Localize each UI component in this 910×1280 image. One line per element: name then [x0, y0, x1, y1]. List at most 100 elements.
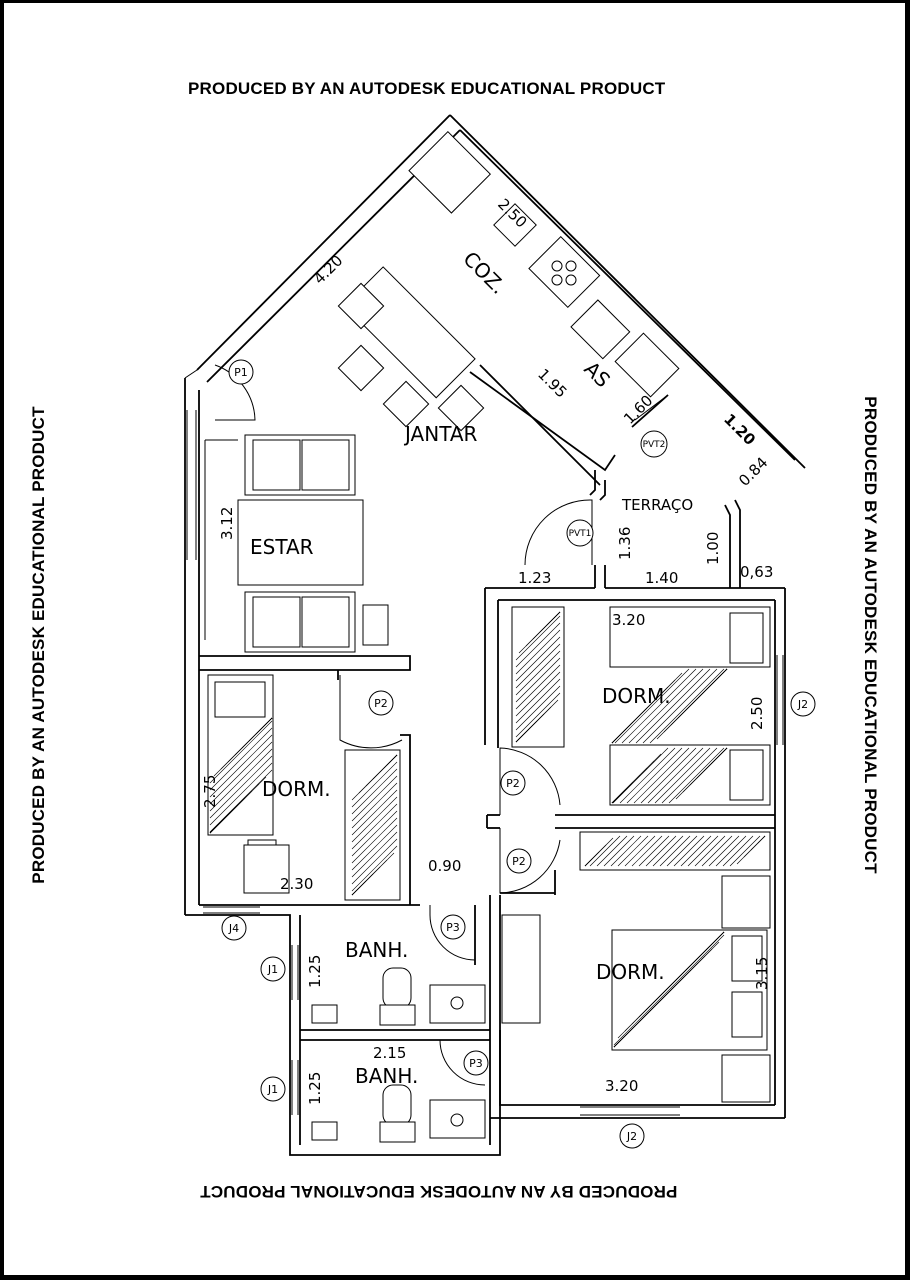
tag-p1: P1	[228, 359, 254, 385]
hatch-line	[619, 747, 676, 804]
hatch-line	[722, 931, 725, 934]
room-label-jantar: JANTAR	[403, 422, 478, 446]
hatch-line	[515, 671, 561, 717]
tag-p3-a: P3	[440, 914, 466, 940]
hatch-line	[351, 817, 398, 864]
hatch-line	[628, 668, 704, 744]
hatch-line	[645, 835, 677, 867]
dim-3-20-bottom: 3.20	[605, 1077, 638, 1095]
hatch-line	[719, 668, 728, 677]
hatch-line	[515, 629, 561, 675]
room-label-terraco: TERRAÇO	[621, 496, 693, 514]
dim-3-12: 3.12	[218, 507, 236, 540]
dim-1-25-top: 1.25	[306, 955, 324, 988]
svg-text:P2: P2	[512, 855, 526, 868]
hatch-line	[393, 754, 398, 759]
hatch-line	[209, 762, 273, 826]
hatch-line	[617, 835, 649, 867]
hatch-line	[610, 835, 642, 867]
dim-3-20-top: 3.20	[612, 611, 645, 629]
hatch-line	[351, 852, 395, 896]
hatch-line	[351, 838, 398, 885]
hatch-line	[515, 643, 561, 689]
hatch-line	[209, 776, 267, 834]
hatch-line	[666, 835, 698, 867]
hatch-line	[209, 748, 273, 812]
hatch-line	[584, 837, 614, 867]
hatch-line	[596, 835, 628, 867]
room-label-dorm-right-top: DORM.	[602, 684, 671, 708]
furniture	[204, 130, 771, 1143]
dim-3-15: 3.15	[753, 957, 771, 990]
dim-4-20: 4.20	[310, 251, 346, 287]
hatch-line	[635, 668, 711, 744]
hatch-line	[351, 761, 398, 808]
hatch-line	[729, 835, 761, 867]
room-label-dorm-right-bottom: DORM.	[596, 960, 665, 984]
svg-text:J1: J1	[267, 963, 278, 976]
hatch-line	[659, 835, 691, 867]
hatch-line	[351, 831, 398, 878]
dim-1-40: 1.40	[645, 569, 678, 587]
dim-2-15: 2.15	[373, 1044, 406, 1062]
room-label-dorm-left: DORM.	[262, 777, 331, 801]
hatch-line	[715, 931, 725, 941]
hatch-line	[209, 769, 273, 833]
room-label-banh-top: BANH.	[345, 938, 408, 962]
hatch-line	[724, 747, 728, 751]
hatch-line	[613, 934, 725, 1046]
hatch-line	[351, 803, 398, 850]
hatch-line	[621, 668, 697, 744]
dim-2-75: 2.75	[201, 775, 219, 808]
hatch-line	[652, 835, 684, 867]
hatch-line	[613, 941, 720, 1048]
room-label-as: AS	[579, 357, 615, 393]
hatch-line	[515, 615, 561, 661]
dim-1-23: 1.23	[518, 569, 551, 587]
hatch-line	[694, 835, 726, 867]
dim-0-63: 0,63	[740, 563, 773, 581]
hatch-line	[638, 835, 670, 867]
hatch-line	[351, 796, 398, 843]
tag-pvt1: PVT1	[566, 519, 594, 547]
hatch-line	[589, 835, 621, 867]
hatch-line	[680, 835, 712, 867]
hatch-line	[701, 835, 733, 867]
hatch-line	[626, 747, 683, 804]
walls	[184, 114, 806, 1156]
hatch-line	[654, 747, 711, 804]
room-label-estar: ESTAR	[250, 535, 314, 559]
hatch-line	[715, 835, 747, 867]
tag-p2-a: P2	[368, 690, 394, 716]
door-swings	[214, 364, 669, 1086]
hatch-line	[515, 685, 561, 731]
hatch-line	[673, 835, 705, 867]
dim-0-90: 0.90	[428, 857, 461, 875]
hatch-line	[553, 611, 561, 619]
hatch-line	[631, 835, 663, 867]
svg-text:P2: P2	[506, 777, 520, 790]
hatch-line	[611, 672, 683, 744]
hatch-line	[351, 845, 398, 892]
hatch-line	[351, 789, 398, 836]
hatch-line	[649, 668, 725, 744]
tag-j1-b: J1	[260, 1076, 286, 1102]
dim-2-50-dorm: 2.50	[748, 697, 766, 730]
svg-text:J4: J4	[228, 922, 239, 935]
dim-1-25-bottom: 1.25	[306, 1072, 324, 1105]
hatch-line	[351, 775, 398, 822]
hatch-line	[661, 747, 718, 804]
svg-text:P2: P2	[374, 697, 388, 710]
bed-hatching	[209, 611, 766, 1048]
hatch-line	[647, 747, 704, 804]
tag-j1-a: J1	[260, 956, 286, 982]
svg-text:P3: P3	[469, 1057, 483, 1070]
hatch-line	[209, 727, 273, 791]
hatch-line	[603, 835, 635, 867]
dim-1-36: 1.36	[616, 527, 634, 560]
tag-j4: J4	[221, 915, 247, 941]
hatch-line	[515, 678, 561, 724]
tag-j2-b: J2	[619, 1123, 645, 1149]
